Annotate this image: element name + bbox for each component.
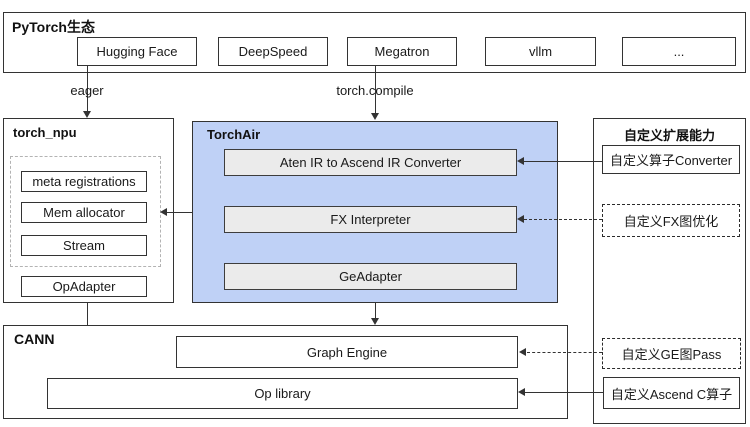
arrow-left-icon xyxy=(517,157,524,165)
node-ge-adapter-label: GeAdapter xyxy=(339,269,402,284)
ascendc-to-op-library-line xyxy=(525,392,603,393)
node-custom-op-converter-label: 自定义算子Converter xyxy=(609,153,733,168)
torchair-to-npu-line xyxy=(167,212,192,213)
node-megatron-label: Megatron xyxy=(374,44,430,59)
node-custom-ge-pass-label: 自定义GE图Pass xyxy=(621,347,722,362)
fxopt-to-fx-line xyxy=(524,219,602,220)
node-hugging-face: Hugging Face xyxy=(77,37,197,66)
node-deepspeed: DeepSpeed xyxy=(218,37,328,66)
custom-ext-title: 自定义扩展能力 xyxy=(623,128,715,143)
node-op-library-label: Op library xyxy=(254,386,311,401)
torch-compile-connector-line xyxy=(375,66,376,113)
arrow-left-icon xyxy=(160,208,167,216)
node-mem-allocator-label: Mem allocator xyxy=(43,205,125,220)
node-custom-op-converter: 自定义算子Converter xyxy=(602,145,740,174)
node-aten-ir-converter: Aten IR to Ascend IR Converter xyxy=(224,149,517,176)
node-ge-adapter: GeAdapter xyxy=(224,263,517,290)
torch-npu-title: torch_npu xyxy=(13,125,77,140)
node-graph-engine-label: Graph Engine xyxy=(306,344,388,360)
node-fx-interpreter: FX Interpreter xyxy=(224,206,517,233)
arrow-left-icon xyxy=(518,388,525,396)
node-op-library: Op library xyxy=(47,378,518,409)
cann-title: CANN xyxy=(14,331,55,347)
node-mem-allocator: Mem allocator xyxy=(21,202,147,223)
node-stream: Stream xyxy=(21,235,147,256)
node-stream-label: Stream xyxy=(63,238,105,253)
eager-connector-line xyxy=(87,66,88,111)
node-deepspeed-label: DeepSpeed xyxy=(238,44,308,59)
node-custom-fx-opt: 自定义FX图优化 xyxy=(602,204,740,237)
node-graph-engine: Graph Engine xyxy=(176,336,518,368)
arrow-left-icon xyxy=(519,348,526,356)
node-meta-registrations: meta registrations xyxy=(21,171,147,192)
pytorch-eco-title: PyTorch生态 xyxy=(12,19,95,35)
arrow-down-icon xyxy=(371,113,379,120)
node-meta-registrations-label: meta registrations xyxy=(32,174,136,189)
node-op-adapter: OpAdapter xyxy=(21,276,147,297)
torchair-to-cann-line xyxy=(375,303,376,318)
node-fx-interpreter-label: FX Interpreter xyxy=(330,212,411,227)
node-aten-ir-converter-label: Aten IR to Ascend IR Converter xyxy=(279,155,462,170)
arrow-left-icon xyxy=(517,215,524,223)
node-ellipsis: ... xyxy=(622,37,736,66)
eager-flow-label: eager xyxy=(70,83,104,98)
node-megatron: Megatron xyxy=(347,37,457,66)
gepass-to-graph-engine-line xyxy=(527,352,602,353)
converter-to-aten-line xyxy=(524,161,602,162)
node-custom-ge-pass: 自定义GE图Pass xyxy=(602,338,741,369)
arrow-down-icon xyxy=(371,318,379,325)
node-custom-ascend-c: 自定义Ascend C算子 xyxy=(603,377,740,409)
node-vllm-label: vllm xyxy=(528,44,553,59)
node-custom-fx-opt-label: 自定义FX图优化 xyxy=(623,214,719,229)
node-custom-ascend-c-label: 自定义Ascend C算子 xyxy=(610,386,733,402)
node-ellipsis-label: ... xyxy=(673,44,685,59)
node-vllm: vllm xyxy=(485,37,596,66)
node-op-adapter-label: OpAdapter xyxy=(52,279,116,294)
torchair-title: TorchAir xyxy=(207,127,261,142)
node-hugging-face-label: Hugging Face xyxy=(96,44,178,59)
arrow-down-icon xyxy=(83,111,91,118)
torch-compile-flow-label: torch.compile xyxy=(336,83,414,98)
